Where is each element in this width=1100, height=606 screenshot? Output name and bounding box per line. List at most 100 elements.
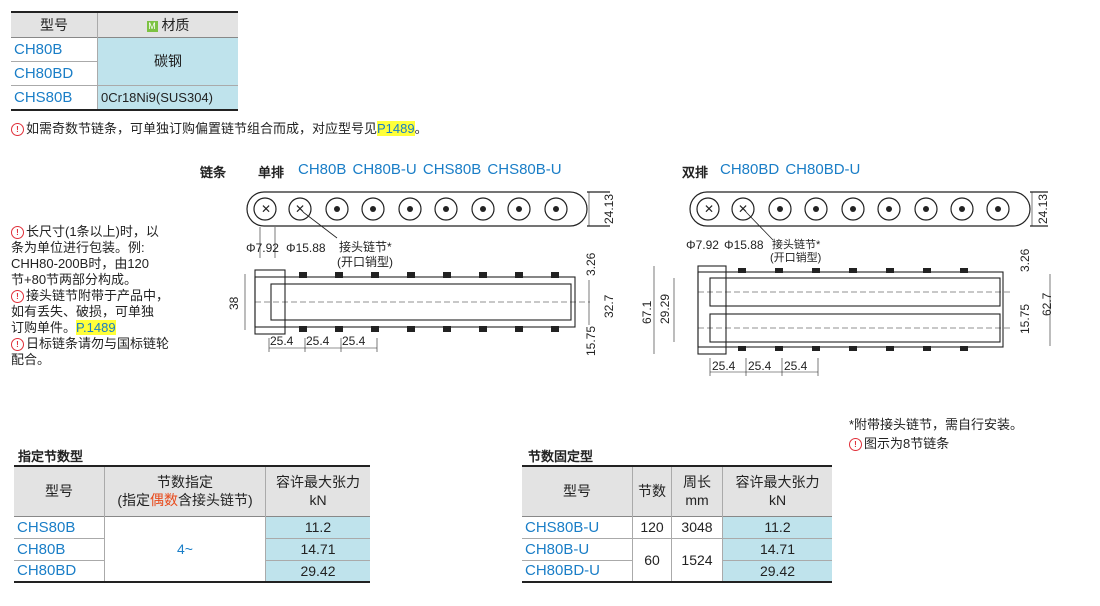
material-model-cell: CHS80B [14,88,73,106]
material-stainless-cell: 0Cr18Ni9(SUS304) [97,85,238,110]
specified-table-title: 指定节数型 [18,449,84,464]
double-height-dim: 24.13 [1036,193,1050,224]
material-header-model: 型号 [11,12,98,37]
double-row-spacing-dim: 29.29 [658,293,672,324]
single-pitch-dim: 25.4 [342,334,366,348]
material-model-cell: CH80BD [14,64,74,82]
table-row: CHS80B 4~ 11.2 [14,516,370,582]
single-joint-label: 接头链节* [339,240,392,254]
joint-install-note: *附带接头链节，需自行安装。 [849,417,1024,432]
specified-header-model: 型号 [14,466,105,516]
single-chain-drawing: ✕ ✕ [244,191,610,352]
odd-note-link[interactable]: P1489 [377,121,415,136]
material-header-label: 材质 [161,16,190,33]
model-cell: CH80B-U [525,540,590,558]
note-line: 如有丢失、破损，可单独 [11,304,155,319]
table-row: CH80BD 29.42 [14,560,370,582]
tension-cell: 14.71 [722,538,832,560]
note-line: 节+80节两部分构成。 [11,272,138,287]
model-cell: CH80B [17,540,66,558]
odd-note-end: 。 [414,121,428,136]
specified-header-count-1: 节数指定 [157,474,213,491]
fixed-header-model: 型号 [522,466,633,516]
specified-header-count: 节数指定 (指定偶数含接头链节) [104,466,266,516]
material-carbon-cell: 碳钢 [97,37,238,85]
single-pitch-dim: 25.4 [306,334,330,348]
info-icon: ! [849,438,862,451]
chain-plate-outline [246,191,588,227]
double-chain-drawing: ✕ ✕ [653,191,1051,376]
model-cell: CHS80B [17,518,76,536]
odd-note-text: 如需奇数节链条，可单独订购偏置链节组合而成，对应型号见 [26,121,378,136]
model-cell: CH80BD-U [525,562,601,580]
double-overall-width-dim: 67.1 [640,300,654,324]
note-line: 订购单件。P.1489 [11,320,116,335]
double-top-dim: 3.26 [1018,248,1032,272]
single-pin-dim: Φ7.92 [246,241,279,255]
double-joint-sub: (开口销型) [770,252,822,264]
length-cell: 1524 [671,538,723,582]
fixed-header-count: 节数 [632,466,672,516]
double-bottom-dim: 15.75 [1018,303,1032,334]
info-icon: ! [11,123,24,136]
eight-link-note: !图示为8节链条 [849,433,949,452]
table-row: CH80B-U 60 1524 14.71 [522,538,832,582]
material-badge-icon: M [146,20,158,32]
single-inner-width-dim: 32.7 [602,294,616,318]
single-row-label: 单排 [258,165,285,180]
svg-text:✕: ✕ [261,202,271,216]
model-cell: CH80BD [17,562,77,580]
tension-cell: 29.42 [722,560,832,582]
odd-chain-note: !如需奇数节链条，可单独订购偏置链节组合而成，对应型号见P1489。 [11,118,428,137]
even-label: 偶数 [150,492,178,509]
single-outer-width-dim: 38 [227,296,241,310]
double-pitch-dim: 25.4 [712,359,736,373]
material-model-cell: CH80B [14,40,63,58]
joint-page-link[interactable]: P.1489 [76,320,116,335]
tension-cell: 11.2 [722,516,832,538]
count-cell: 60 [632,538,672,582]
tension-cell: 14.71 [265,538,370,560]
tension-cell: 29.42 [265,560,370,582]
note-joint-link: !接头链节附带于产品中， [11,288,201,304]
double-pitch-dim: 25.4 [784,359,808,373]
single-joint-sub: (开口销型) [337,255,393,269]
double-roller-dim: Φ15.88 [724,238,764,252]
single-bottom-dim: 15.75 [584,325,598,356]
single-height-dim: 24.13 [602,193,616,224]
chain-label: 链条 [200,165,227,180]
length-cell: 3048 [671,516,723,538]
info-icon: ! [11,290,24,303]
info-icon: ! [11,338,24,351]
double-joint-label: 接头链节* [772,239,821,251]
material-header-material: M 材质 [97,12,238,37]
count-cell: 4~ [104,516,266,582]
count-cell: 120 [632,516,672,538]
double-row-label: 双排 [682,165,709,180]
single-top-dim: 3.26 [584,252,598,276]
tension-cell: 11.2 [265,516,370,538]
svg-text:✕: ✕ [738,202,748,216]
note-long-length: !长尺寸(1条以上)时，以 [11,224,201,240]
double-models: CH80BD CH80BD-U [720,161,861,178]
table-row: CHS80B-U 120 3048 11.2 [522,516,832,538]
svg-text:✕: ✕ [704,202,714,216]
note-line: 条为单位进行包装。例: [11,240,145,255]
double-pin-dim: Φ7.92 [686,238,719,252]
svg-text:✕: ✕ [295,202,305,216]
note-line: 配合。 [11,352,51,367]
fixed-table-title: 节数固定型 [528,449,594,464]
note-jis-warning: !日标链条请勿与国标链轮 [11,336,201,352]
note-line: CHH80-200B时，由120 [11,256,150,271]
single-models: CH80B CH80B-U CHS80B CHS80B-U [298,161,562,178]
side-notes: !长尺寸(1条以上)时，以 条为单位进行包装。例: CHH80-200B时，由1… [11,224,201,368]
single-pitch-dim: 25.4 [270,334,294,348]
double-inner-width-dim: 62.7 [1040,292,1054,316]
info-icon: ! [11,226,24,239]
double-pitch-dim: 25.4 [748,359,772,373]
